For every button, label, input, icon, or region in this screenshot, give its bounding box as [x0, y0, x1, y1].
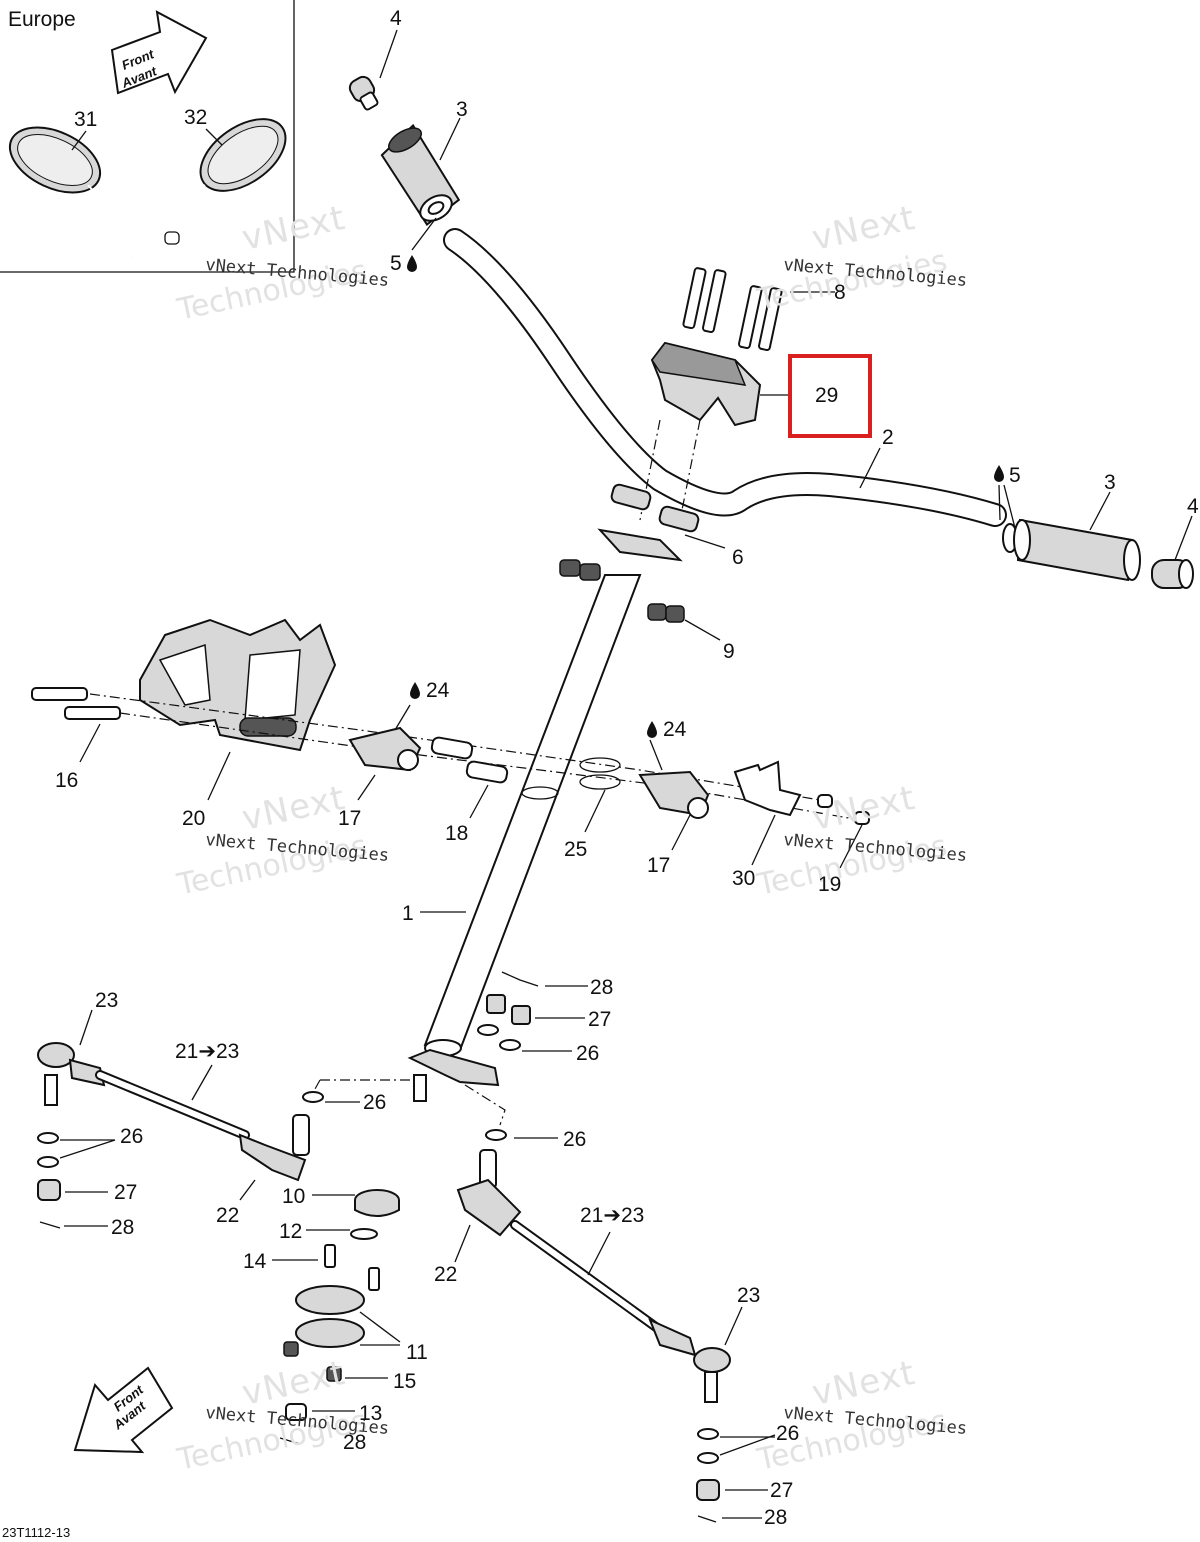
column-hardware — [309, 971, 588, 1126]
lower-clamp-plate — [559, 483, 726, 641]
callout-24: 24 — [426, 679, 450, 702]
grease-drop-icon — [407, 255, 417, 272]
callouts: 4 3 5 8 29 2 5 3 4 6 9 24 24 16 20 17 18… — [55, 7, 1199, 1529]
callout-9: 9 — [723, 640, 735, 663]
svg-text:vNext: vNext — [809, 198, 919, 259]
callout-28: 28 — [764, 1506, 787, 1529]
callout-12: 12 — [279, 1220, 302, 1243]
callout-10: 10 — [282, 1185, 305, 1208]
part-29-highlight-box — [788, 354, 872, 438]
svg-text:vNext: vNext — [809, 1353, 919, 1414]
svg-text:vNext: vNext — [239, 778, 349, 839]
callout-3: 3 — [456, 98, 468, 121]
callout-26: 26 — [363, 1091, 386, 1114]
steering-column — [407, 574, 642, 1102]
mirror-left-icon — [8, 126, 133, 259]
callout-26: 26 — [563, 1128, 586, 1151]
inset-region-label: Europe — [8, 8, 76, 31]
handlebar — [443, 228, 1007, 527]
handlebar-clamp — [650, 341, 790, 427]
callout-11: 11 — [406, 1341, 428, 1364]
grease-drop-icon — [994, 465, 1004, 482]
callout-23: 23 — [95, 989, 118, 1012]
svg-text:vNext: vNext — [809, 778, 919, 839]
callout-26: 26 — [120, 1125, 143, 1148]
callout-8: 8 — [834, 281, 846, 304]
callout-29: 29 — [815, 384, 838, 407]
pivot-blocks — [348, 704, 870, 869]
europe-inset: Europe Front Avant 31 32 — [0, 0, 295, 273]
front-arrow-bottom-icon: Front Avant — [73, 1366, 174, 1454]
callout-28: 28 — [111, 1216, 134, 1239]
callout-4: 4 — [1187, 495, 1199, 518]
mirror-right-icon — [157, 118, 287, 259]
callout-2: 2 — [882, 426, 894, 449]
callout-24: 24 — [663, 718, 687, 741]
callout-14: 14 — [243, 1250, 267, 1273]
callout-27: 27 — [588, 1008, 611, 1031]
callout-25: 25 — [564, 838, 587, 861]
callout-21-to-23: 21➔23 — [175, 1040, 239, 1063]
front-arrow-icon: Front Avant — [110, 10, 208, 95]
callout-18: 18 — [445, 822, 468, 845]
callout-26: 26 — [576, 1042, 599, 1065]
callout-13: 13 — [359, 1402, 382, 1425]
callout-1: 1 — [402, 902, 414, 925]
callout-31: 31 — [74, 108, 97, 131]
callout-5: 5 — [390, 252, 402, 275]
callout-23: 23 — [737, 1284, 760, 1307]
callout-27: 27 — [114, 1181, 137, 1204]
callout-15: 15 — [393, 1370, 416, 1393]
right-tie-rod — [454, 1129, 776, 1523]
lower-bearing — [272, 1189, 401, 1445]
callout-21-to-23: 21➔23 — [580, 1204, 644, 1227]
callout-26: 26 — [776, 1422, 799, 1445]
callout-4: 4 — [390, 7, 402, 30]
left-grip — [348, 75, 461, 226]
callout-6: 6 — [732, 546, 744, 569]
callout-5: 5 — [1009, 464, 1021, 487]
right-grip — [1002, 518, 1194, 589]
callout-32: 32 — [184, 106, 207, 129]
callout-19: 19 — [818, 873, 841, 896]
callout-28: 28 — [590, 976, 613, 999]
callout-3: 3 — [1104, 471, 1116, 494]
figure-code: 23T1112-13 — [2, 1525, 70, 1540]
callout-20: 20 — [182, 807, 205, 830]
callout-17: 17 — [647, 854, 670, 877]
clamp-bolts — [639, 267, 835, 521]
callout-30: 30 — [732, 867, 755, 890]
callout-28: 28 — [343, 1431, 366, 1454]
callout-27: 27 — [770, 1479, 793, 1502]
callout-17: 17 — [338, 807, 361, 830]
callout-22: 22 — [216, 1204, 239, 1227]
support-bracket — [139, 618, 337, 801]
callout-16: 16 — [55, 769, 78, 792]
grease-drop-icon — [647, 721, 657, 738]
left-tie-rod — [37, 1009, 360, 1229]
grease-drop-icon — [410, 682, 420, 699]
callout-22: 22 — [434, 1263, 457, 1286]
